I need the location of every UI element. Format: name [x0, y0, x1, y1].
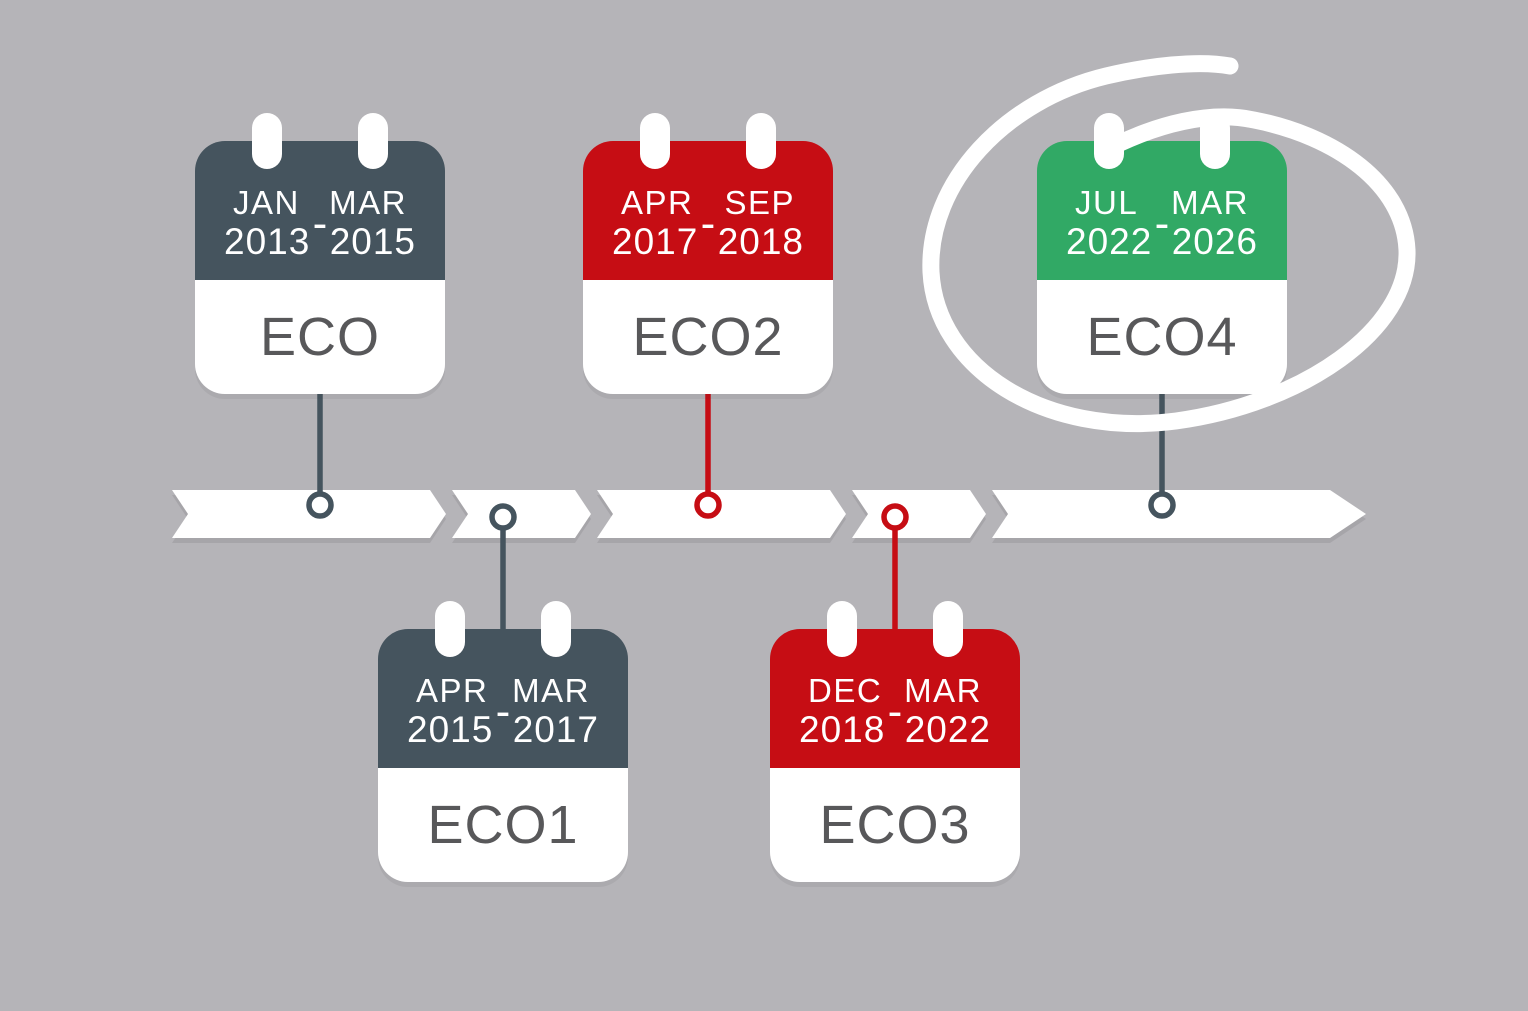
date-range: APR MAR 2015 2017 -	[378, 629, 628, 751]
event-label: ECO2	[632, 307, 784, 367]
card-body: ECO	[195, 280, 445, 394]
calendar-peg-icon	[541, 601, 571, 657]
start-year: 2013	[224, 221, 311, 262]
start-year: 2017	[612, 221, 699, 262]
date-range: DEC MAR 2018 2022 -	[770, 629, 1020, 751]
range-dash: -	[700, 199, 716, 248]
timeline-node-eco2	[694, 491, 722, 519]
event-card-eco3: DEC MAR 2018 2022 - ECO3	[770, 601, 1020, 882]
card-body: ECO3	[770, 768, 1020, 882]
event-label: ECO3	[819, 795, 971, 855]
event-label: ECO4	[1086, 307, 1238, 367]
timeline-segment	[597, 490, 846, 538]
card-header: APR SEP 2017 2018 -	[583, 113, 833, 280]
end-year: 2015	[329, 221, 416, 262]
end-month: MAR	[512, 672, 590, 709]
timeline-node-eco	[306, 491, 334, 519]
start-month: JUL	[1075, 184, 1139, 221]
end-year: 2017	[512, 709, 599, 750]
start-year: 2022	[1066, 221, 1153, 262]
event-card-eco4: JUL MAR 2022 2026 - ECO4	[1037, 113, 1287, 394]
timeline-node-eco3	[881, 503, 909, 531]
calendar-peg-icon	[435, 601, 465, 657]
range-dash: -	[312, 199, 328, 248]
end-month: MAR	[904, 672, 982, 709]
calendar-peg-icon	[827, 601, 857, 657]
timeline-segment	[172, 490, 446, 538]
calendar-peg-icon	[1094, 113, 1124, 169]
end-month: SEP	[724, 184, 795, 221]
range-dash: -	[495, 687, 511, 736]
end-month: MAR	[329, 184, 407, 221]
date-range: JAN MAR 2013 2015 -	[195, 141, 445, 263]
timeline-segment-arrowhead	[992, 490, 1366, 538]
end-year: 2022	[904, 709, 991, 750]
calendar-peg-icon	[358, 113, 388, 169]
event-card-eco1: APR MAR 2015 2017 - ECO1	[378, 601, 628, 882]
event-label: ECO1	[427, 795, 579, 855]
range-dash: -	[887, 687, 903, 736]
timeline-node-eco4	[1148, 491, 1176, 519]
start-month: JAN	[233, 184, 300, 221]
timeline-segment	[852, 490, 986, 538]
card-body: ECO1	[378, 768, 628, 882]
timeline-node-eco1	[489, 503, 517, 531]
date-range: APR SEP 2017 2018 -	[583, 141, 833, 263]
calendar-peg-icon	[1200, 113, 1230, 169]
card-header: DEC MAR 2018 2022 -	[770, 601, 1020, 768]
card-body: ECO2	[583, 280, 833, 394]
start-year: 2018	[799, 709, 886, 750]
start-month: DEC	[808, 672, 883, 709]
start-year: 2015	[407, 709, 494, 750]
start-month: APR	[416, 672, 489, 709]
timeline-segment	[452, 490, 591, 538]
calendar-peg-icon	[933, 601, 963, 657]
event-card-eco2: APR SEP 2017 2018 - ECO2	[583, 113, 833, 394]
range-dash: -	[1154, 199, 1170, 248]
card-header: JAN MAR 2013 2015 -	[195, 113, 445, 280]
start-month: APR	[621, 184, 694, 221]
date-range: JUL MAR 2022 2026 -	[1037, 141, 1287, 263]
event-label: ECO	[259, 307, 381, 367]
event-card-eco: JAN MAR 2013 2015 - ECO	[195, 113, 445, 394]
end-month: MAR	[1171, 184, 1249, 221]
end-year: 2018	[717, 221, 804, 262]
end-year: 2026	[1171, 221, 1258, 262]
calendar-peg-icon	[252, 113, 282, 169]
card-body: ECO4	[1037, 280, 1287, 394]
card-header: JUL MAR 2022 2026 -	[1037, 113, 1287, 280]
calendar-peg-icon	[746, 113, 776, 169]
calendar-peg-icon	[640, 113, 670, 169]
card-header: APR MAR 2015 2017 -	[378, 601, 628, 768]
